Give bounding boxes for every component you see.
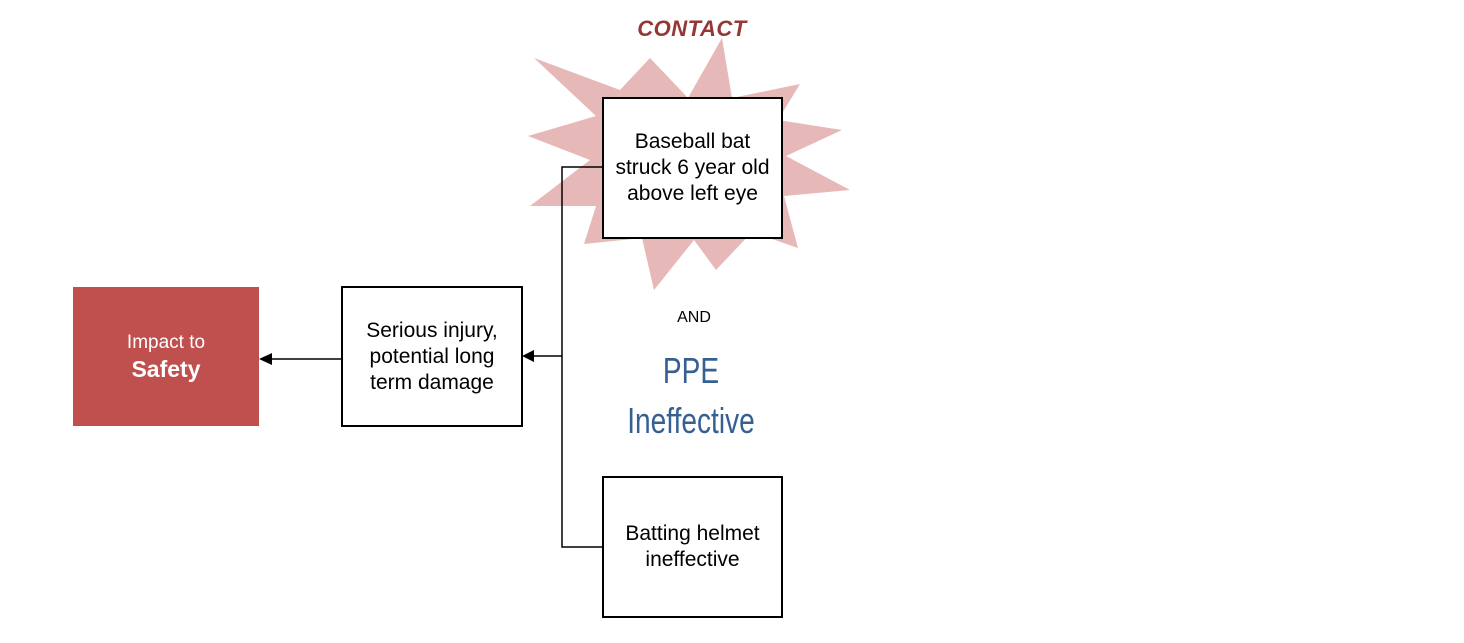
consequence-line-2: potential long <box>369 344 495 368</box>
helmet-box: Batting helmet ineffective <box>602 476 783 618</box>
event-line-3: above left eye <box>627 182 758 205</box>
event-line-2: struck 6 year old <box>615 156 770 179</box>
ppe-ineffective-label: PPE Ineffective <box>612 346 770 446</box>
ppe-line-1: PPE <box>662 350 720 391</box>
event-line-1: Baseball bat <box>634 130 751 153</box>
ppe-line-2: Ineffective <box>627 400 755 441</box>
helmet-line-1: Batting helmet <box>625 522 760 545</box>
event-box: Baseball bat struck 6 year old above lef… <box>602 97 783 239</box>
impact-line-2: Safety <box>131 355 201 382</box>
arrowhead-to-consequence <box>522 350 534 362</box>
helmet-line-2: ineffective <box>645 548 740 571</box>
contact-label: CONTACT <box>637 16 747 41</box>
impact-box: Impact to Safety <box>73 287 259 426</box>
and-label: AND <box>677 309 711 326</box>
consequence-line-3: term damage <box>370 370 494 394</box>
consequence-box: Serious injury, potential long term dama… <box>341 286 523 427</box>
connector-event-line <box>561 166 603 548</box>
arrowhead-to-impact <box>259 353 272 365</box>
impact-line-1: Impact to <box>126 331 206 353</box>
consequence-line-1: Serious injury, <box>366 318 498 342</box>
